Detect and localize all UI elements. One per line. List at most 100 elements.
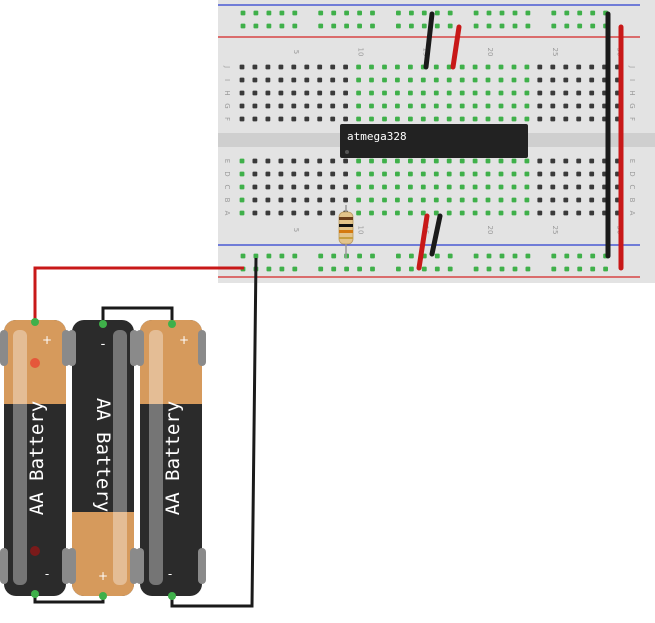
- breadboard-hole[interactable]: [511, 64, 517, 70]
- battery-2[interactable]: - + AA Battery: [68, 320, 138, 600]
- breadboard-hole[interactable]: [265, 77, 271, 83]
- rail-hole[interactable]: [590, 10, 596, 16]
- rail-hole[interactable]: [564, 253, 570, 259]
- rail-hole[interactable]: [603, 266, 608, 272]
- breadboard-hole[interactable]: [265, 158, 271, 164]
- breadboard-hole[interactable]: [291, 171, 297, 177]
- breadboard-hole[interactable]: [446, 197, 452, 203]
- breadboard-hole[interactable]: [511, 210, 517, 216]
- breadboard-hole[interactable]: [472, 197, 478, 203]
- rail-hole[interactable]: [344, 266, 349, 272]
- breadboard-hole[interactable]: [498, 103, 504, 109]
- rail-hole[interactable]: [253, 253, 259, 259]
- rail-hole[interactable]: [551, 253, 557, 259]
- breadboard-hole[interactable]: [291, 103, 297, 109]
- breadboard-hole[interactable]: [459, 64, 465, 70]
- breadboard-hole[interactable]: [239, 210, 245, 216]
- breadboard-hole[interactable]: [356, 210, 361, 216]
- breadboard-hole[interactable]: [589, 210, 595, 216]
- breadboard-hole[interactable]: [395, 116, 400, 122]
- breadboard-hole[interactable]: [304, 184, 310, 190]
- breadboard-hole[interactable]: [369, 184, 374, 190]
- breadboard-hole[interactable]: [472, 158, 478, 164]
- breadboard-hole[interactable]: [356, 103, 361, 109]
- breadboard-hole[interactable]: [304, 103, 310, 109]
- breadboard-hole[interactable]: [278, 116, 284, 122]
- breadboard-hole[interactable]: [511, 103, 517, 109]
- rail-hole[interactable]: [396, 10, 401, 16]
- rail-hole[interactable]: [577, 10, 583, 16]
- breadboard-hole[interactable]: [550, 116, 556, 122]
- rail-hole[interactable]: [266, 253, 272, 259]
- breadboard-hole[interactable]: [576, 116, 582, 122]
- breadboard-hole[interactable]: [485, 77, 491, 83]
- breadboard-hole[interactable]: [395, 64, 400, 70]
- rail-hole[interactable]: [240, 23, 246, 29]
- breadboard-hole[interactable]: [524, 171, 530, 177]
- rail-hole[interactable]: [370, 23, 375, 29]
- breadboard-hole[interactable]: [356, 184, 361, 190]
- breadboard-hole[interactable]: [446, 90, 452, 96]
- breadboard-hole[interactable]: [356, 158, 361, 164]
- resistor[interactable]: [338, 205, 354, 258]
- breadboard-hole[interactable]: [563, 116, 569, 122]
- breadboard-hole[interactable]: [252, 90, 258, 96]
- rail-hole[interactable]: [292, 23, 298, 29]
- rail-hole[interactable]: [409, 253, 414, 259]
- rail-hole[interactable]: [473, 10, 479, 16]
- breadboard-hole[interactable]: [291, 184, 297, 190]
- breadboard-hole[interactable]: [537, 171, 543, 177]
- breadboard-hole[interactable]: [576, 77, 582, 83]
- breadboard-hole[interactable]: [291, 116, 297, 122]
- rail-hole[interactable]: [434, 266, 440, 272]
- breadboard-hole[interactable]: [485, 64, 491, 70]
- breadboard-hole[interactable]: [408, 64, 413, 70]
- breadboard-hole[interactable]: [563, 210, 569, 216]
- breadboard-hole[interactable]: [446, 103, 452, 109]
- rail-hole[interactable]: [512, 23, 518, 29]
- breadboard-hole[interactable]: [343, 184, 348, 190]
- rail-hole[interactable]: [447, 253, 453, 259]
- breadboard-hole[interactable]: [408, 171, 413, 177]
- breadboard-hole[interactable]: [524, 77, 530, 83]
- breadboard-hole[interactable]: [330, 158, 336, 164]
- breadboard-hole[interactable]: [330, 210, 336, 216]
- breadboard-hole[interactable]: [252, 64, 258, 70]
- breadboard-hole[interactable]: [524, 103, 530, 109]
- breadboard-hole[interactable]: [304, 158, 310, 164]
- rail-hole[interactable]: [499, 266, 505, 272]
- breadboard-hole[interactable]: [317, 103, 323, 109]
- breadboard-hole[interactable]: [550, 197, 556, 203]
- breadboard-hole[interactable]: [408, 90, 413, 96]
- rail-hole[interactable]: [486, 10, 492, 16]
- rail-hole[interactable]: [434, 253, 440, 259]
- breadboard-hole[interactable]: [420, 158, 426, 164]
- rail-hole[interactable]: [551, 10, 557, 16]
- jumper-black-bottom[interactable]: [429, 213, 443, 257]
- breadboard-hole[interactable]: [576, 90, 582, 96]
- breadboard-hole[interactable]: [395, 210, 400, 216]
- rail-hole[interactable]: [577, 253, 583, 259]
- breadboard-hole[interactable]: [395, 77, 400, 83]
- rail-hole[interactable]: [266, 266, 272, 272]
- rail-hole[interactable]: [292, 266, 298, 272]
- breadboard-hole[interactable]: [382, 197, 387, 203]
- rail-hole[interactable]: [421, 23, 427, 29]
- breadboard-hole[interactable]: [343, 90, 348, 96]
- rail-hole[interactable]: [577, 23, 583, 29]
- breadboard-hole[interactable]: [420, 197, 426, 203]
- breadboard-hole[interactable]: [459, 77, 465, 83]
- breadboard-hole[interactable]: [278, 210, 284, 216]
- rail-hole[interactable]: [318, 23, 324, 29]
- breadboard-hole[interactable]: [433, 184, 439, 190]
- rail-hole[interactable]: [486, 266, 492, 272]
- rail-hole[interactable]: [512, 253, 518, 259]
- breadboard-hole[interactable]: [265, 197, 271, 203]
- breadboard-hole[interactable]: [317, 77, 323, 83]
- breadboard-hole[interactable]: [317, 184, 323, 190]
- breadboard-hole[interactable]: [278, 171, 284, 177]
- rail-hole[interactable]: [486, 23, 492, 29]
- breadboard-hole[interactable]: [472, 210, 478, 216]
- breadboard-hole[interactable]: [576, 103, 582, 109]
- breadboard-hole[interactable]: [433, 197, 439, 203]
